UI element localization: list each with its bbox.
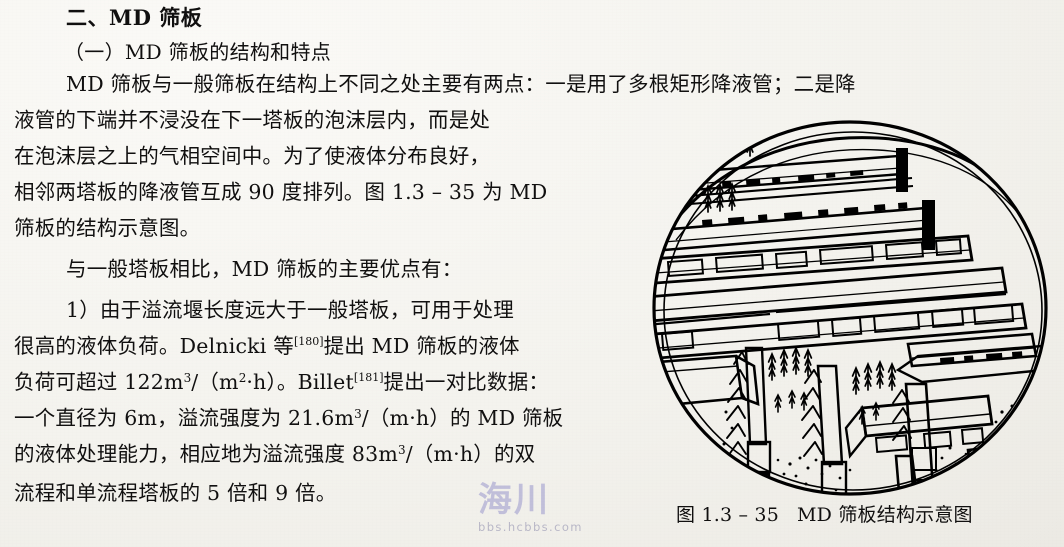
exponent-cubed-b: 3 — [354, 407, 362, 421]
body-line-4: 相邻两塔板的降液管互成 90 度排列。图 1.3 – 35 为 MD — [14, 180, 548, 204]
body-line-9-suffix: 提出一对比数据： — [383, 370, 550, 394]
body-line-6: 与一般塔板相比，MD 筛板的主要优点有： — [66, 257, 463, 281]
section-subheading: （一）MD 筛板的结构和特点 — [64, 40, 332, 64]
downcomer-box-left-upper — [654, 354, 760, 410]
body-line-1: MD 筛板与一般筛板在结构上不同之处主要有两点：一是用了多根矩形降液管；二是降 — [66, 72, 856, 96]
citation-180: [180] — [293, 335, 324, 348]
vapor-arrows-deck2 — [703, 183, 737, 213]
figure-caption: 图 1.3 – 35 MD 筛板结构示意图 — [676, 500, 973, 527]
liquid-fall-a — [726, 351, 749, 457]
body-line-11: 的液体处理能力，相应地为溢流强度 83m3/（m·h）的双 — [14, 444, 535, 465]
downcomer-slots-row-2 — [660, 303, 1015, 352]
stipple-left-upper — [662, 422, 688, 444]
body-line-8-prefix: 很高的液体负荷。Delnicki 等 — [14, 334, 294, 358]
body-line-11-suffix: /（m·h）的双 — [405, 442, 536, 466]
body-line-10-suffix: /（m·h）的 MD 筛板 — [361, 406, 564, 430]
liquid-trough-left — [654, 406, 706, 456]
body-line-11-prefix: 的液体处理能力，相应地为溢流强度 83m — [14, 442, 399, 466]
vapor-arrows-center-right — [851, 361, 897, 425]
body-line-10: 一个直径为 6m，溢流强度为 21.6m3/（m·h）的 MD 筛板 — [14, 408, 563, 429]
body-line-10-prefix: 一个直径为 6m，溢流强度为 21.6m — [14, 406, 355, 430]
figure-md-sieve-tray-diagram — [650, 112, 1060, 504]
body-line-9-mid: /（m — [191, 370, 239, 394]
figure-caption-number: 图 1.3 – 35 — [676, 504, 780, 526]
body-line-8: 很高的液体负荷。Delnicki 等[180]提出 MD 筛板的液体 — [14, 336, 520, 357]
vapor-arrows-center-left — [767, 347, 813, 413]
body-line-5: 筛板的结构示意图。 — [14, 216, 201, 240]
figure-caption-title: MD 筛板结构示意图 — [797, 504, 973, 526]
citation-181: [181] — [353, 371, 384, 384]
tray-deck-4 — [654, 266, 1008, 328]
perf-marks-1 — [722, 169, 864, 187]
exponent-cubed-c: 3 — [398, 443, 406, 457]
text-column: 二、MD 筛板 （一）MD 筛板的结构和特点 MD 筛板与一般筛板在结构上不同之… — [14, 0, 1054, 547]
body-line-9-prefix: 负荷可超过 122m — [14, 370, 184, 394]
body-line-12: 流程和单流程塔板的 5 倍和 9 倍。 — [14, 481, 337, 505]
body-line-8-suffix: 提出 MD 筛板的液体 — [323, 334, 520, 358]
body-line-3: 在泡沫层之上的气相空间中。为了使液体分布良好， — [14, 144, 491, 168]
section-heading: 二、MD 筛板 — [66, 5, 203, 30]
body-line-9-mid2: ·h）。Billet — [246, 370, 354, 394]
body-line-9: 负荷可超过 122m3/（m2·h）。Billet[181]提出一对比数据： — [14, 372, 549, 393]
downcomer-slots-row-1 — [666, 238, 963, 278]
exponent-squared: 2 — [238, 371, 247, 385]
exponent-cubed-a: 3 — [183, 371, 192, 385]
perf-marks-2 — [702, 202, 908, 226]
perforation-band-1 — [689, 176, 914, 206]
body-line-2: 液管的下端并不浸没在下一塔板的泡沫层内，而是处 — [14, 108, 491, 132]
figure-shell-outline — [652, 120, 1048, 496]
liquid-fall-b — [801, 369, 823, 457]
downcomer-pipe-b — [816, 364, 848, 494]
body-line-7: 1）由于溢流堰长度远大于一般塔板，可用于处理 — [66, 298, 514, 322]
